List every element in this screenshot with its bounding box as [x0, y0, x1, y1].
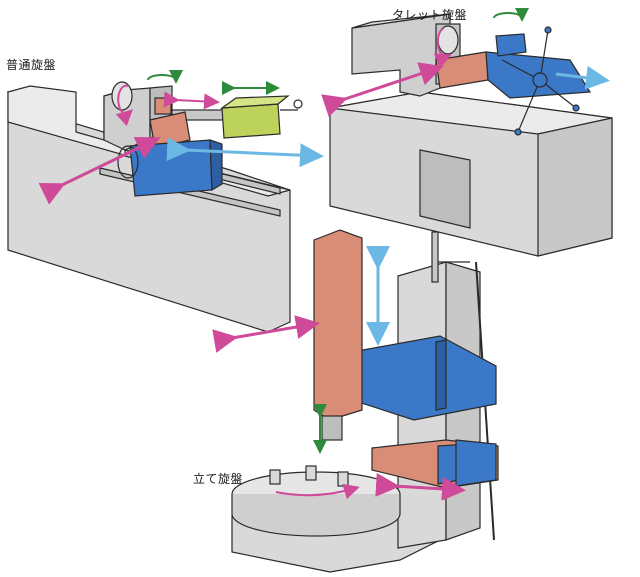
- vertical-lathe-label: 立て旋盤: [193, 472, 244, 486]
- rotation-arrow-icon: [275, 483, 360, 500]
- normal-lathe-label: 普通旋盤: [6, 58, 57, 72]
- turret-head: [495, 33, 527, 57]
- carriage: [129, 139, 213, 197]
- ram: [313, 229, 363, 421]
- normal-lathe-feed-arrows: [38, 69, 324, 205]
- tailstock: [221, 103, 281, 139]
- rotation-arrow-icon: [147, 69, 183, 84]
- turret-lathe-feed-arrows: [321, 7, 610, 118]
- turret-lathe: [329, 13, 613, 257]
- handwheel-icon: [501, 26, 580, 136]
- rotation-arrow-icon: [433, 27, 452, 69]
- vertical-lathe-feed-arrows: [212, 246, 466, 501]
- normal-lathe: [7, 81, 303, 333]
- turret-lathe-label: タレット旋盤: [392, 8, 468, 22]
- chuck-icon: [111, 81, 133, 111]
- rotation-arrow-icon: [493, 7, 529, 22]
- rotation-arrow-icon: [115, 84, 133, 127]
